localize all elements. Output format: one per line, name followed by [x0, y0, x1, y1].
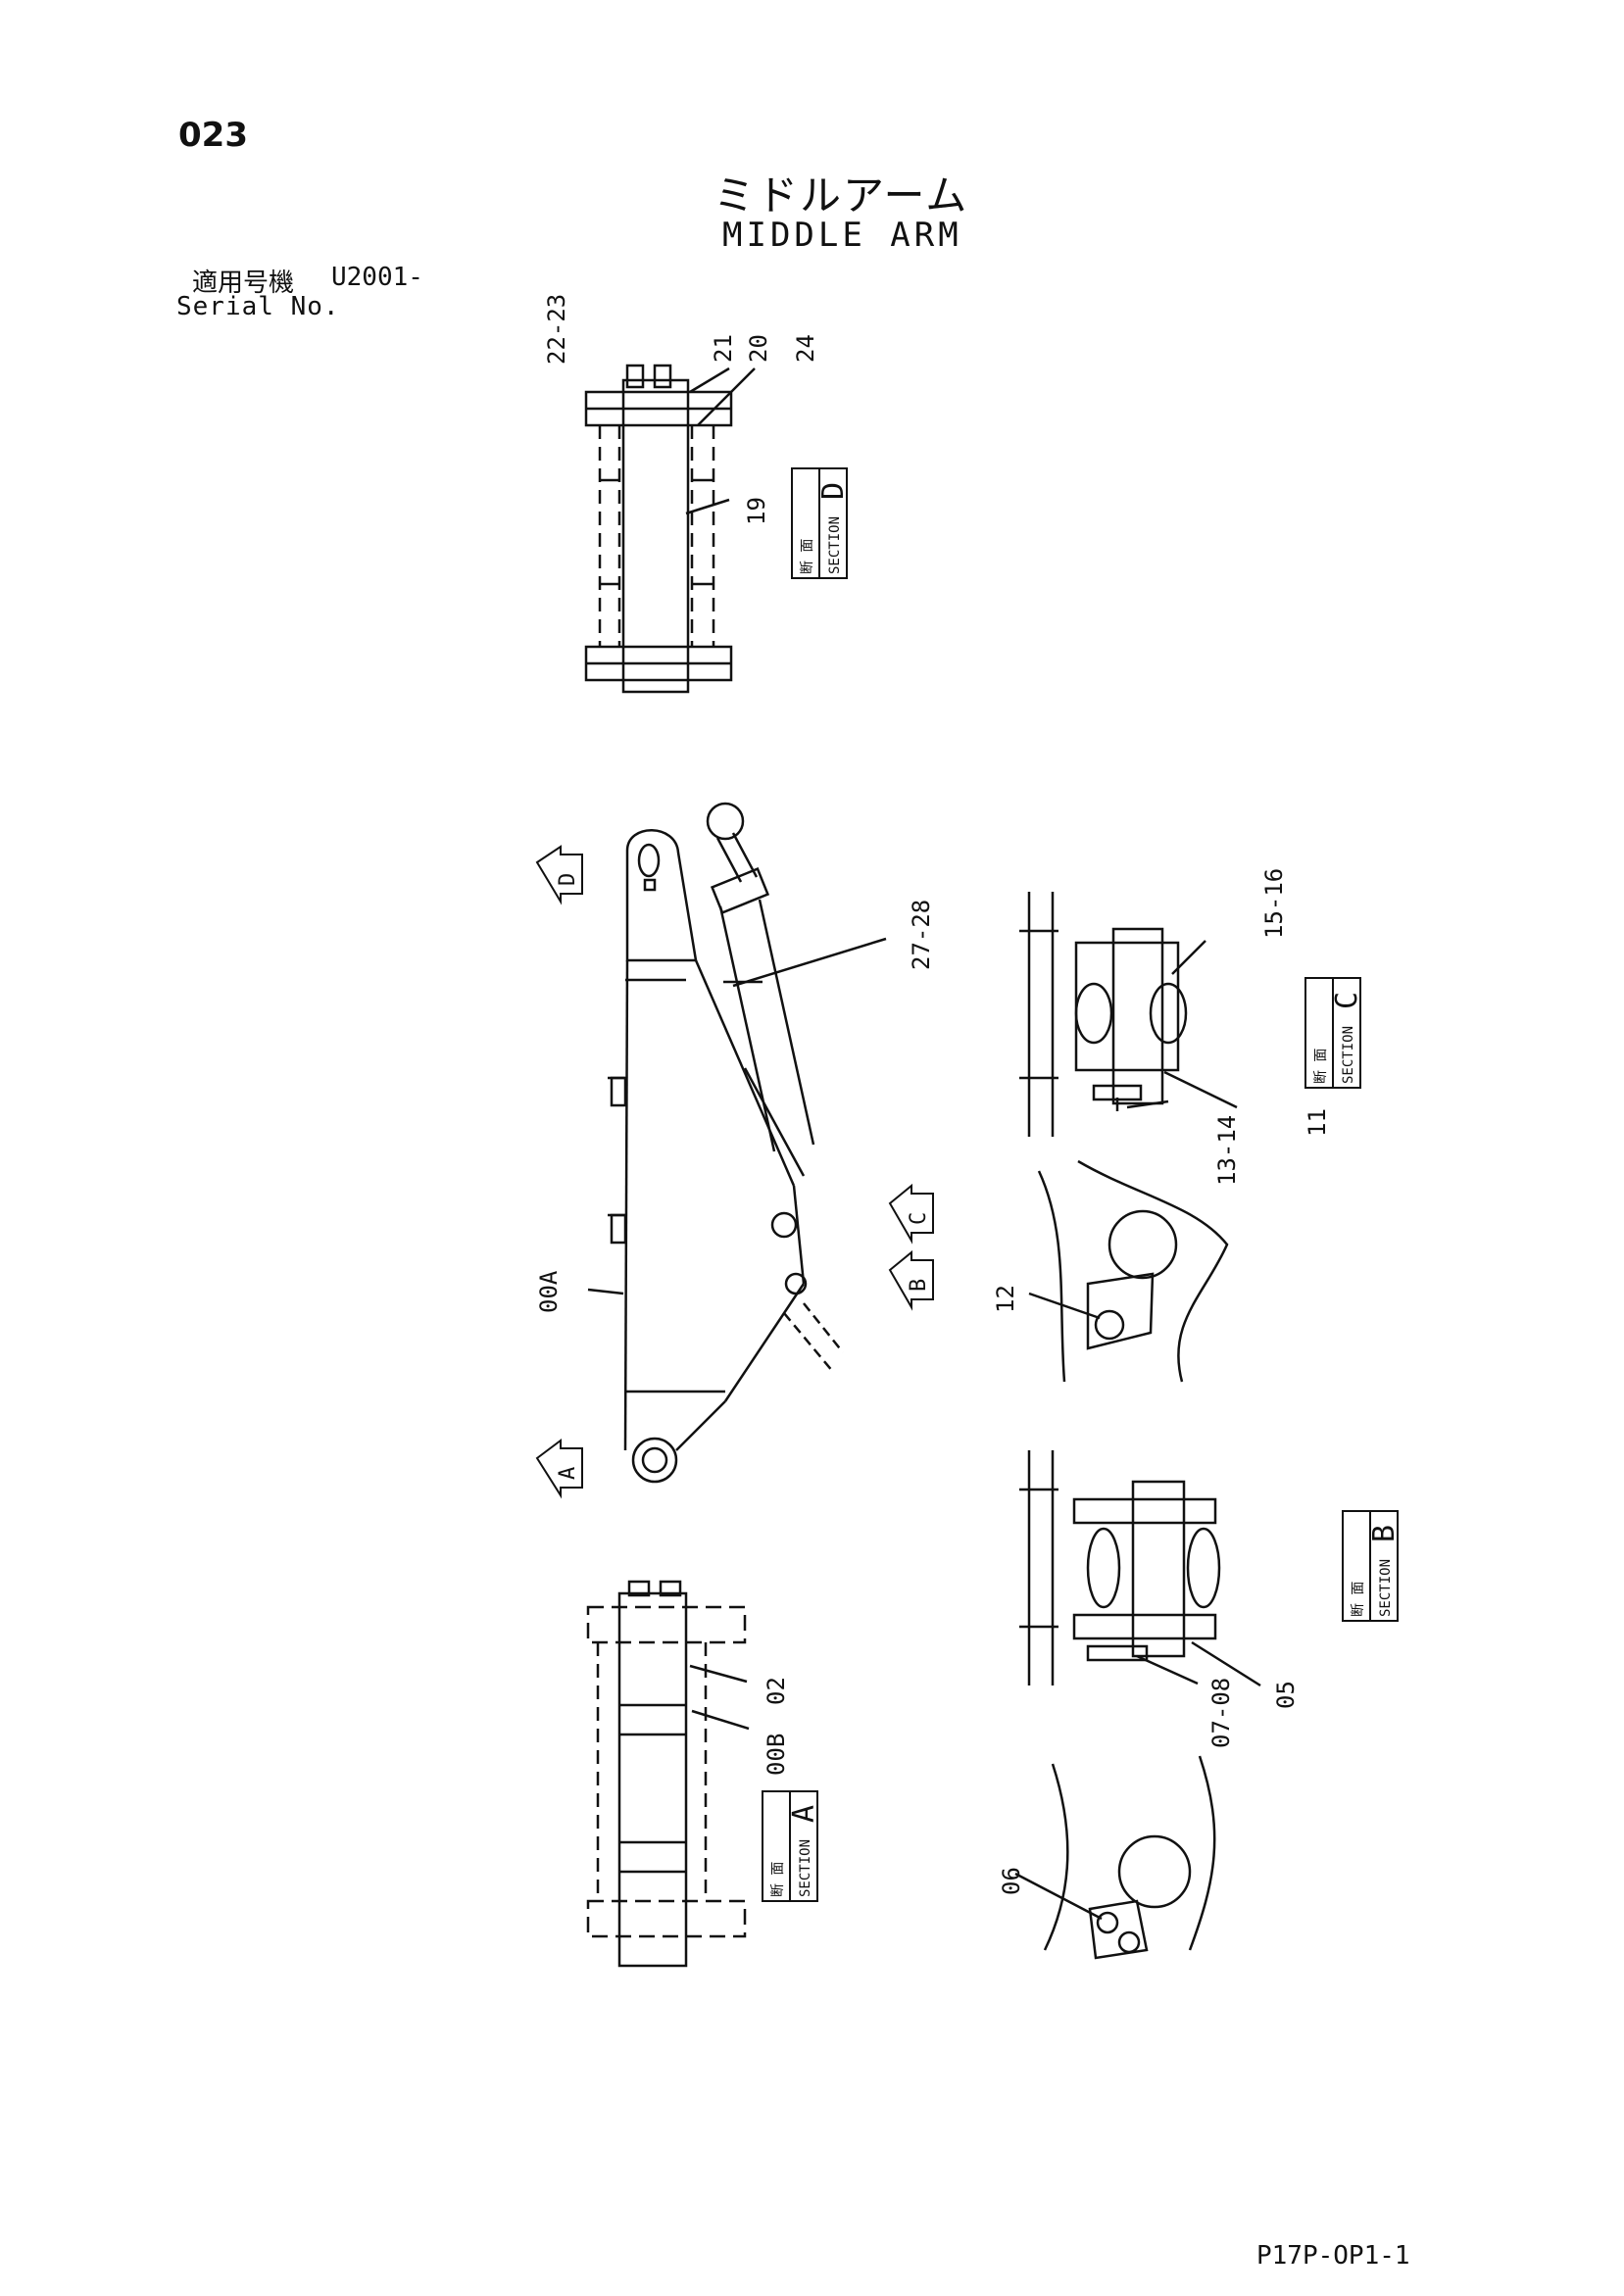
section-b-jp: 断 面 [1351, 1582, 1366, 1617]
section-d-letter: D [816, 482, 851, 500]
label-02: 02 [763, 1677, 790, 1705]
page-number: 023 [178, 116, 248, 155]
section-b-letter: B [1367, 1525, 1402, 1542]
middle-arm-side-view [587, 802, 887, 1484]
section-a-view [586, 1580, 750, 1968]
serial-value: U2001- [331, 263, 423, 292]
section-a-jp: 断 面 [770, 1862, 786, 1897]
section-d-view [584, 364, 756, 694]
section-a-en: SECTION [798, 1839, 813, 1897]
label-13-14: 13-14 [1213, 1115, 1241, 1186]
label-20: 20 [745, 334, 772, 363]
label-15-16: 15-16 [1260, 868, 1288, 939]
view-arrow-letters: D C B A [556, 873, 931, 1480]
view-arrows [535, 845, 934, 1499]
section-d-en: SECTION [827, 516, 843, 574]
title-japanese: ミドルアーム [714, 171, 969, 220]
label-00A: 00A [535, 1270, 563, 1313]
label-00B: 00B [763, 1734, 790, 1776]
detail-12-view [1028, 1159, 1229, 1383]
arrow-d-letter: D [556, 873, 580, 886]
section-label-boxes [762, 467, 1399, 1902]
drawing-code: P17P-OP1-1 [1256, 2241, 1410, 2271]
title-english: MIDDLE ARM [722, 216, 962, 255]
arrow-a-letter: A [556, 1467, 580, 1480]
section-c-jp: 断 面 [1313, 1049, 1329, 1084]
label-22-23: 22-23 [543, 294, 570, 365]
part-labels: 22-23 21 20 24 19 27-28 15-16 13-14 11 1… [535, 294, 1331, 1895]
label-19: 19 [743, 497, 770, 525]
section-c-view [1019, 892, 1238, 1137]
section-d-jp: 断 面 [800, 539, 815, 574]
label-11: 11 [1304, 1108, 1331, 1137]
section-box-texts: 断 面 SECTION D 断 面 SECTION C 断 面 SECTION … [770, 482, 1402, 1897]
label-05: 05 [1272, 1681, 1300, 1709]
label-07-08: 07-08 [1207, 1678, 1235, 1748]
label-24: 24 [792, 334, 819, 363]
arrow-b-letter: B [907, 1279, 931, 1292]
label-06: 06 [998, 1867, 1025, 1895]
section-c-en: SECTION [1341, 1026, 1356, 1084]
label-27-28: 27-28 [908, 900, 935, 970]
serial-label-english: Serial No. [176, 292, 340, 321]
detail-06-view [1014, 1755, 1216, 1960]
section-b-en: SECTION [1378, 1559, 1394, 1617]
label-21: 21 [710, 334, 737, 363]
arrow-c-letter: C [907, 1212, 931, 1225]
section-a-letter: A [787, 1805, 821, 1823]
label-12: 12 [992, 1285, 1019, 1313]
section-b-view [1019, 1450, 1261, 1687]
section-c-letter: C [1330, 992, 1364, 1009]
serial-label-japanese: 適用号機 [192, 269, 295, 298]
